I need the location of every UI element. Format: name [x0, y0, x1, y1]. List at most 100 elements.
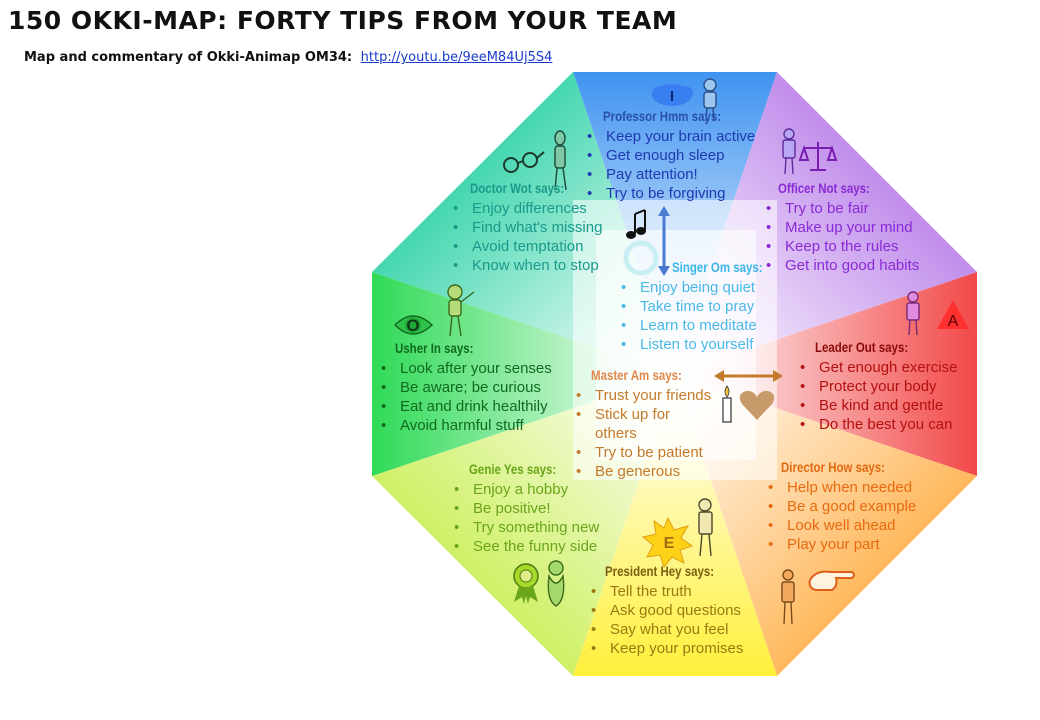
tip-item: Eat and drink healthily [381, 397, 552, 416]
master-block: Master Am says: Trust your friendsStick … [576, 367, 711, 481]
leader-header: Leader Out says: [815, 339, 909, 355]
master-header: Master Am says: [591, 367, 682, 383]
officer-header: Officer Not says: [778, 180, 870, 196]
subtitle-text: Map and commentary of Okki-Animap OM34: [24, 50, 353, 65]
tip-item: Keep to the rules [766, 237, 919, 256]
director-header: Director How says: [781, 459, 885, 475]
triangle-icon [937, 300, 969, 329]
president-figure [698, 498, 713, 557]
singer-tips: Enjoy being quietTake time to prayLearn … [621, 278, 783, 354]
professor-symbol: I [670, 88, 674, 105]
leader-symbol: A [948, 313, 959, 330]
tip-item: Be positive! [454, 499, 599, 518]
tip-item: Try to be forgiving [587, 184, 755, 203]
tip-item: Keep your brain active [587, 127, 755, 146]
professor-header: Professor Hmm says: [603, 108, 722, 124]
tip-item: Know when to stop [453, 256, 602, 275]
vertical-arrow-icon [658, 206, 670, 276]
leader-figure [906, 291, 920, 336]
glasses-icon [503, 151, 545, 173]
scales-icon [798, 142, 838, 171]
tip-item: Say what you feel [591, 620, 743, 639]
tip-item: Avoid harmful stuff [381, 416, 552, 435]
director-figure [781, 569, 795, 625]
tip-item: Enjoy being quiet [621, 278, 783, 297]
tip-item: Learn to meditate [621, 316, 783, 335]
tip-item: Be aware; be curious [381, 378, 552, 397]
tip-item: Protect your body [800, 377, 957, 396]
usher-symbol: O [406, 316, 419, 335]
tip-item: Get enough sleep [587, 146, 755, 165]
master-tips: Trust your friendsStick up for othersTry… [576, 386, 711, 481]
tip-item: Look after your senses [381, 359, 552, 378]
tip-item: Be a good example [768, 497, 916, 516]
candle-icon [722, 385, 732, 423]
tip-item: Listen to yourself [621, 335, 783, 354]
usher-figure [447, 284, 475, 337]
president-tips: Tell the truthAsk good questionsSay what… [591, 582, 743, 658]
doctor-header: Doctor Wot says: [470, 180, 565, 196]
brain-icon [652, 84, 693, 106]
doctor-tips: Enjoy differencesFind what's missingAvoi… [453, 199, 602, 275]
tip-item: Try something new [454, 518, 599, 537]
professor-tips: Keep your brain activeGet enough sleepPa… [587, 127, 755, 203]
genie-figure [547, 560, 565, 607]
tip-item: Do the best you can [800, 415, 957, 434]
usher-header: Usher In says: [395, 340, 474, 356]
president-block: President Hey says: Tell the truthAsk go… [591, 563, 743, 658]
tip-item: Trust your friends [576, 386, 711, 405]
genie-block: Genie Yes says: Enjoy a hobbyBe positive… [454, 461, 599, 556]
tip-item: Try to be patient [576, 443, 711, 462]
usher-tips: Look after your sensesBe aware; be curio… [381, 359, 552, 435]
tip-item: Tell the truth [591, 582, 743, 601]
tip-item: Make up your mind [766, 218, 919, 237]
tip-item: Pay attention! [587, 165, 755, 184]
tip-item: Play your part [768, 535, 916, 554]
tip-item: Get enough exercise [800, 358, 957, 377]
tip-item: Be generous [576, 462, 711, 481]
pointing-hand-icon [808, 570, 855, 591]
leader-tips: Get enough exerciseProtect your bodyBe k… [800, 358, 957, 434]
tip-item: Keep your promises [591, 639, 743, 658]
singer-header: Singer Om says: [672, 259, 763, 275]
genie-header: Genie Yes says: [469, 461, 557, 477]
music-note-icon [626, 209, 646, 239]
president-symbol: E [664, 535, 675, 552]
heart-icon [739, 390, 775, 420]
officer-block: Officer Not says: Try to be fairMake up … [766, 180, 919, 275]
tip-item: Help when needed [768, 478, 916, 497]
doctor-block: Doctor Wot says: Enjoy differencesFind w… [453, 180, 602, 275]
rosette-icon [513, 563, 539, 604]
tip-item: Enjoy differences [453, 199, 602, 218]
officer-tips: Try to be fairMake up your mindKeep to t… [766, 199, 919, 275]
page-title: 150 OKKI-MAP: FORTY TIPS FROM YOUR TEAM [8, 6, 678, 35]
tip-item: Get into good habits [766, 256, 919, 275]
sun-icon [641, 516, 694, 569]
tip-item: Find what's missing [453, 218, 602, 237]
leader-block: Leader Out says: Get enough exerciseProt… [800, 339, 957, 434]
tip-item: Stick up for others [576, 405, 695, 443]
director-block: Director How says: Help when neededBe a … [768, 459, 916, 554]
genie-tips: Enjoy a hobbyBe positive!Try something n… [454, 480, 599, 556]
singer-block: Singer Om says: Enjoy being quietTake ti… [621, 259, 783, 354]
professor-block: Professor Hmm says: Keep your brain acti… [587, 108, 755, 203]
doctor-figure [554, 130, 567, 191]
officer-figure [782, 128, 796, 175]
halo-icon [623, 240, 659, 276]
tip-item: See the funny side [454, 537, 599, 556]
horizontal-arrow-icon [714, 370, 783, 382]
tip-item: Try to be fair [766, 199, 919, 218]
video-link[interactable]: http://youtu.be/9eeM84Uj5S4 [360, 50, 553, 65]
tip-item: Ask good questions [591, 601, 743, 620]
president-header: President Hey says: [605, 563, 715, 579]
subtitle: Map and commentary of Okki-Animap OM34: … [24, 50, 552, 65]
eye-icon [393, 315, 434, 335]
usher-block: Usher In says: Look after your sensesBe … [381, 340, 552, 435]
director-tips: Help when neededBe a good exampleLook we… [768, 478, 916, 554]
tip-item: Enjoy a hobby [454, 480, 599, 499]
tip-item: Be kind and gentle [800, 396, 957, 415]
tip-item: Avoid temptation [453, 237, 602, 256]
tip-item: Look well ahead [768, 516, 916, 535]
tip-item: Take time to pray [621, 297, 783, 316]
professor-figure [703, 78, 717, 122]
